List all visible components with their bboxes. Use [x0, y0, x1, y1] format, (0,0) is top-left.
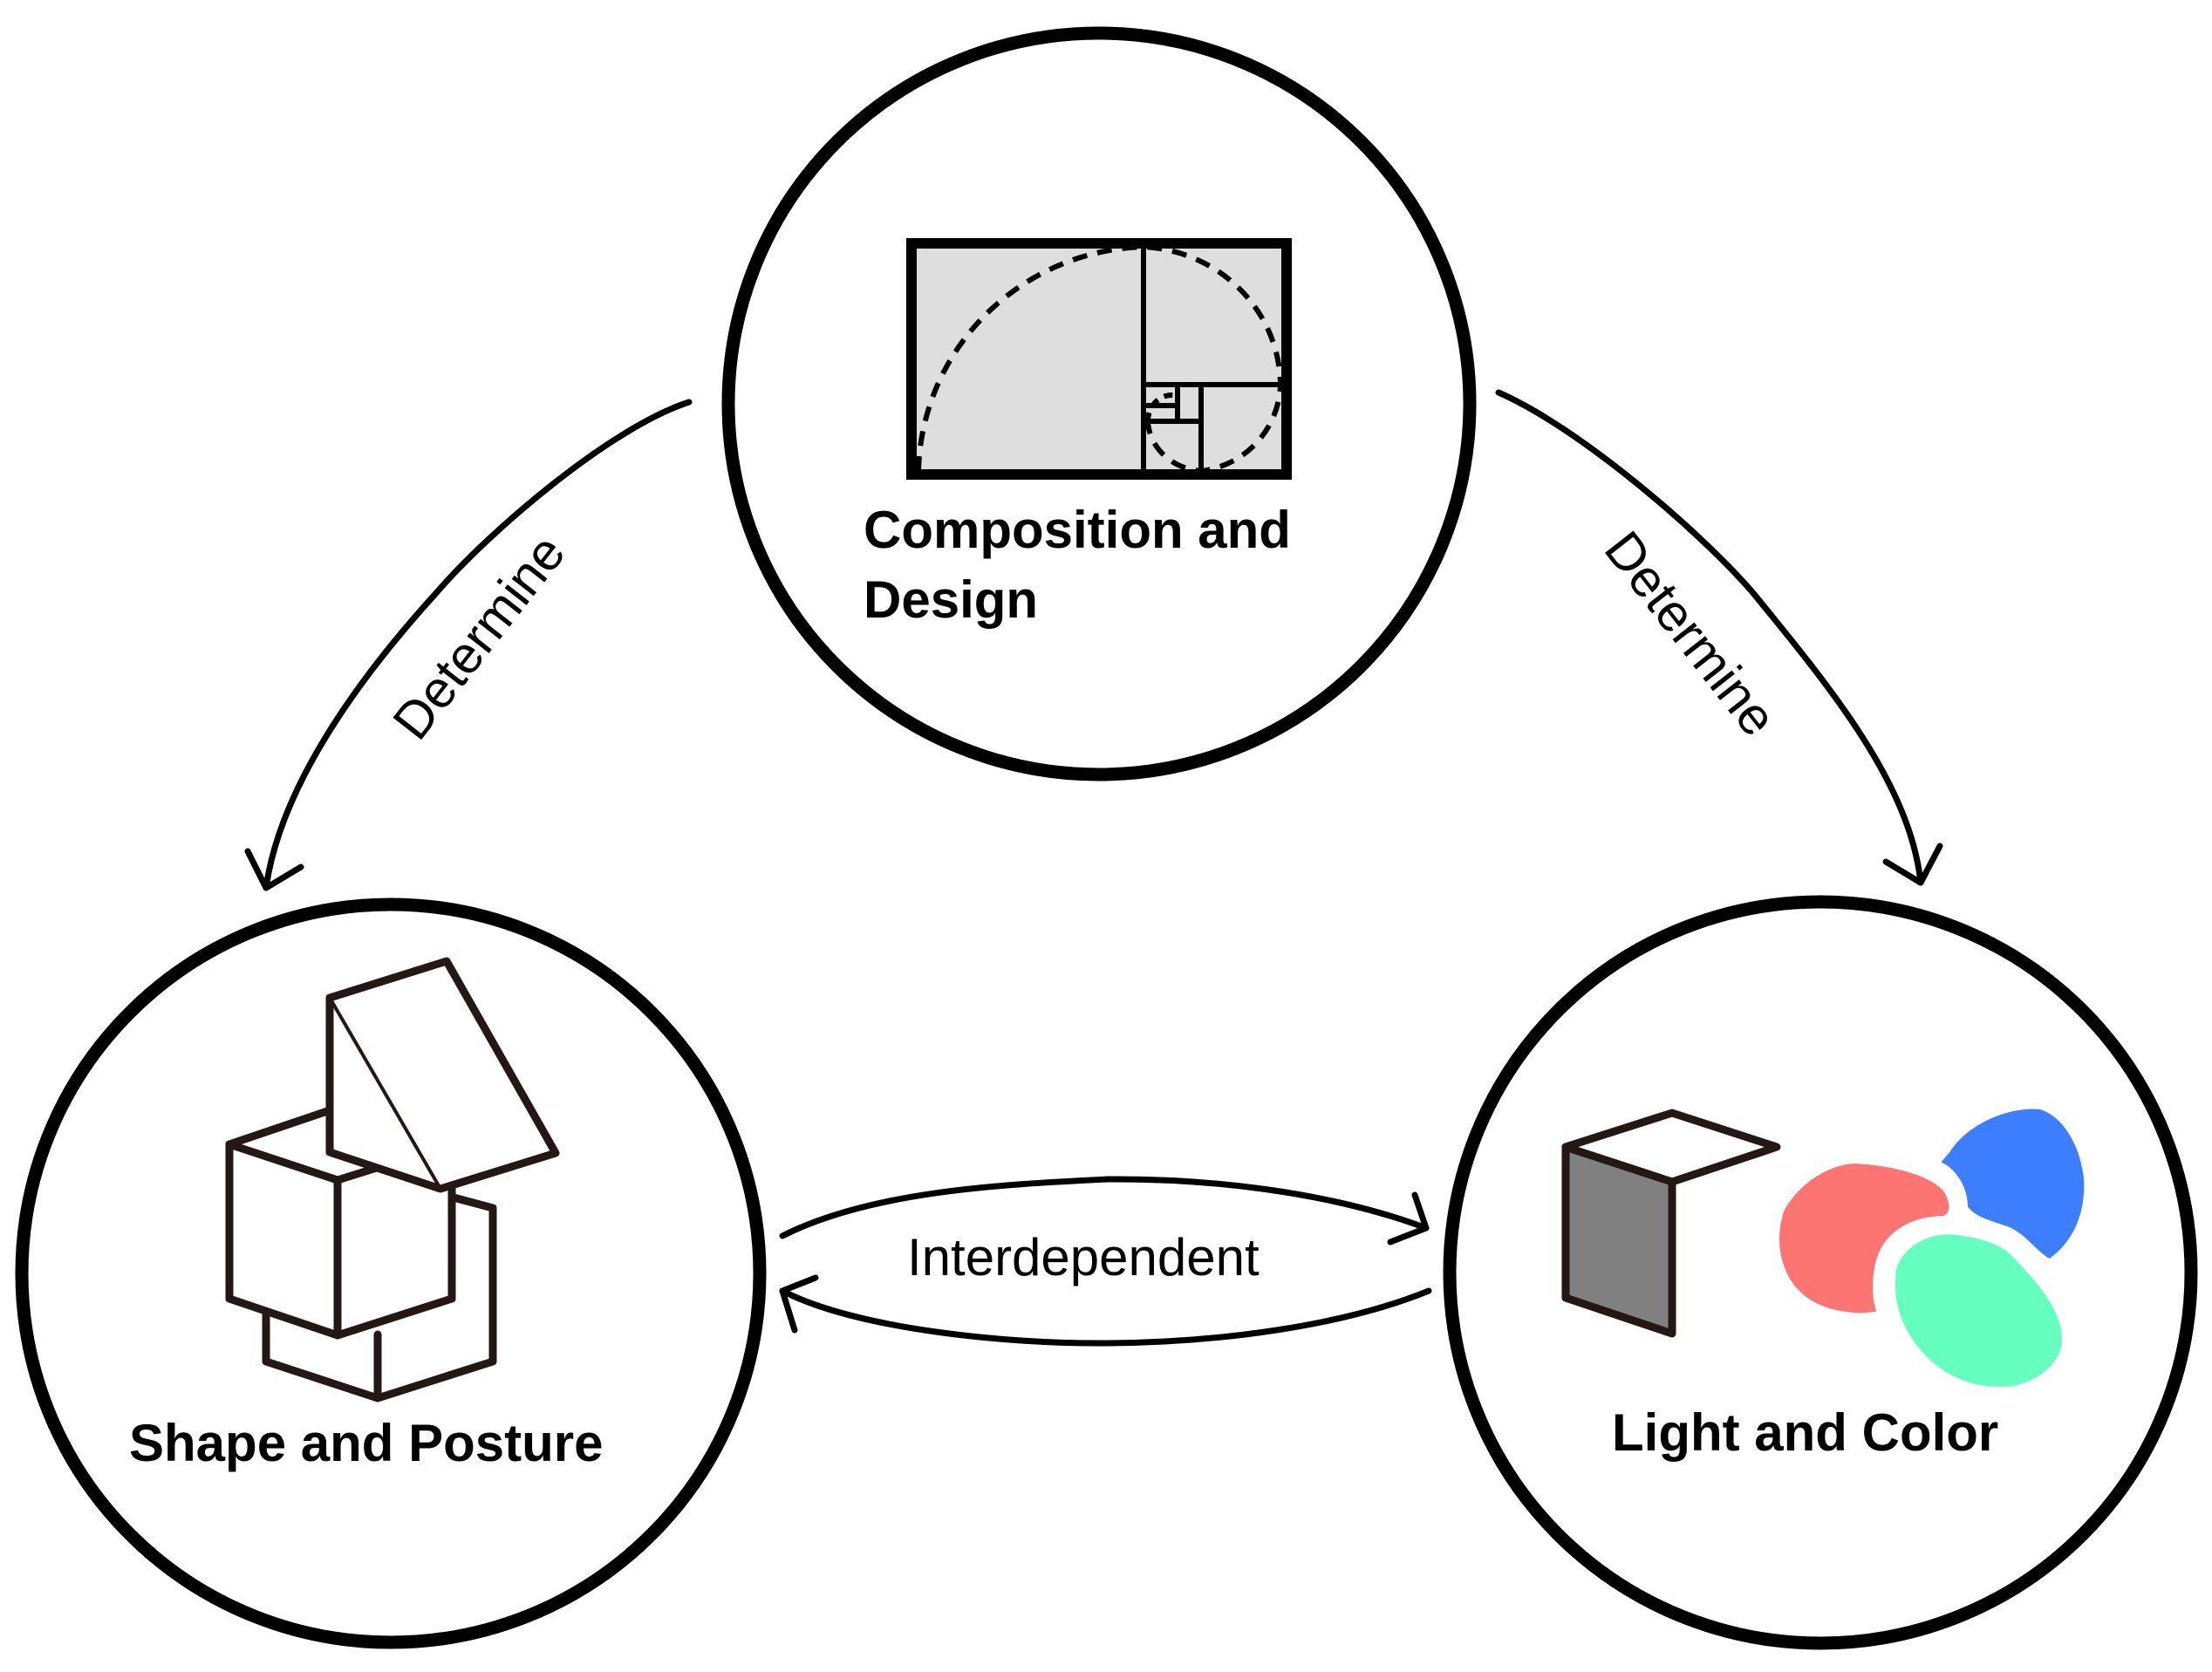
shape-label: Shape and Posture	[129, 1414, 603, 1472]
arrowhead-to-light	[1387, 1191, 1430, 1245]
light-circle	[1443, 895, 2198, 1650]
arrow-light-to-shape	[779, 1287, 1432, 1347]
arrow-composition-to-light	[1495, 389, 1924, 886]
blue-blob	[1922, 1098, 2095, 1271]
color-blobs-icon	[1769, 1098, 2095, 1397]
composition-node: Composition and Design	[721, 26, 1477, 781]
arrowhead-light	[1882, 843, 1943, 886]
edge-composition-to-shape: Determine	[244, 399, 693, 891]
composition-circle	[721, 26, 1477, 781]
arrow-shape-to-light	[779, 1176, 1430, 1239]
light-node: Light and Color	[1443, 895, 2198, 1650]
arrowhead-to-shape	[779, 1274, 819, 1334]
arrow-composition-to-shape	[263, 399, 693, 891]
edge-composition-to-light: Determine	[1495, 389, 1943, 886]
shape-node: Shape and Posture	[15, 897, 767, 1649]
shaded-cube-icon	[1561, 1109, 1781, 1338]
composition-label-line2: Design	[864, 570, 1038, 629]
green-blob	[1884, 1224, 2073, 1397]
composition-label-line1: Composition and	[864, 501, 1291, 559]
shape-circle	[15, 897, 767, 1649]
light-label: Light and Color	[1612, 1403, 1998, 1462]
label-interdependent: Interdependent	[907, 1228, 1260, 1286]
label-determine-right: Determine	[1594, 521, 1788, 747]
golden-ratio-spiral-icon	[906, 238, 1292, 480]
label-determine-left: Determine	[381, 524, 576, 750]
red-blob	[1769, 1152, 1960, 1323]
arrowhead-shape	[244, 848, 304, 891]
stacked-boxes-icon	[225, 957, 560, 1402]
edge-shape-light: Interdependent	[779, 1176, 1432, 1347]
